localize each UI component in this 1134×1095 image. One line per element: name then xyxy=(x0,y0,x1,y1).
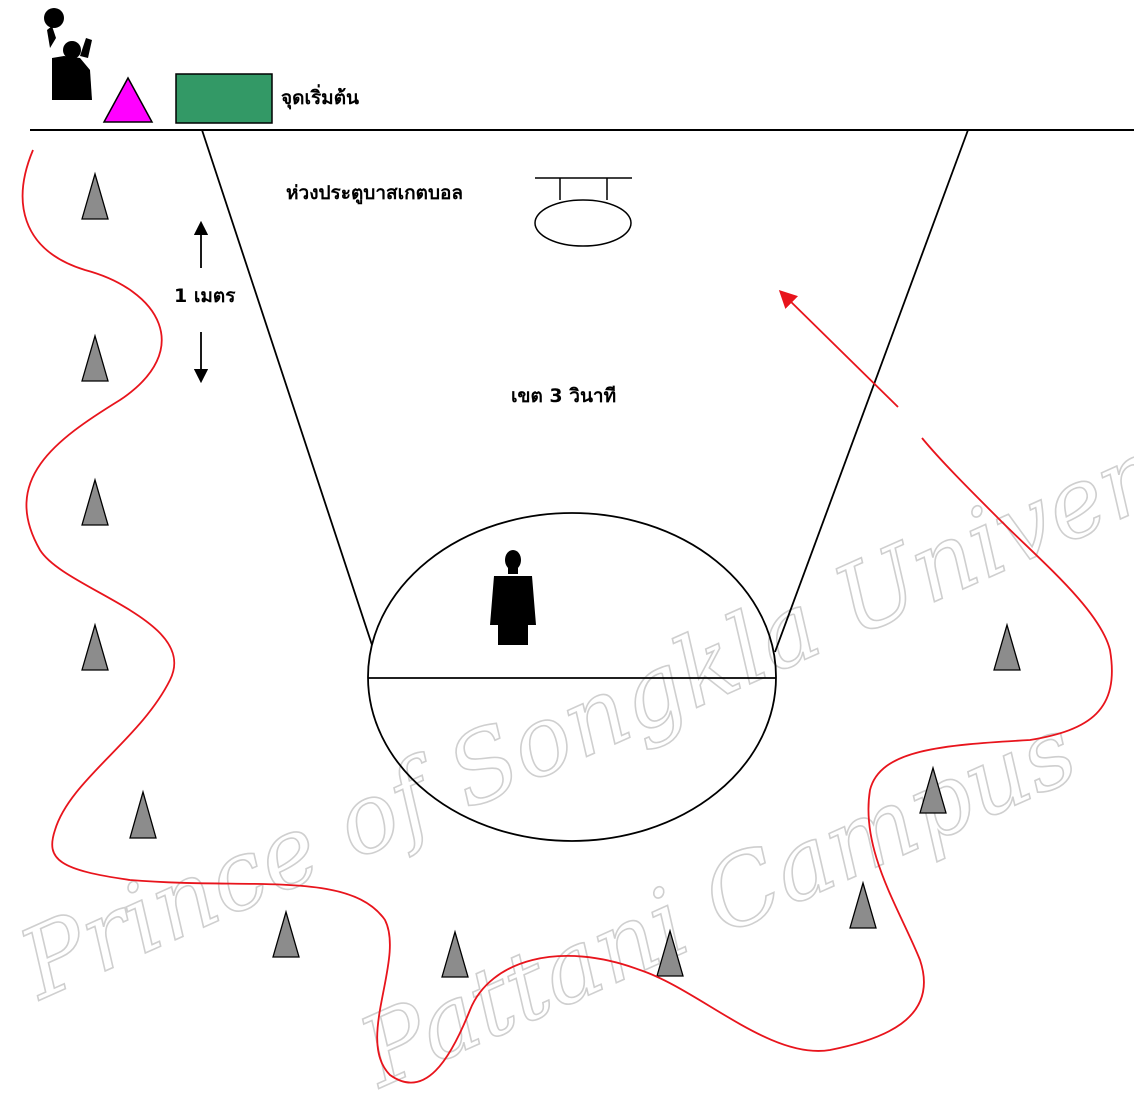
distance-label: 1 เมตร xyxy=(174,285,236,307)
cone-left-1 xyxy=(82,174,108,219)
defender-silhouette-icon xyxy=(490,550,536,645)
zone-label: เขต 3 วินาที xyxy=(511,385,616,407)
shot-arrow xyxy=(784,295,898,407)
hoop-label: ห่วงประตูบาสเกตบอล xyxy=(286,182,463,205)
cone-bottom-1 xyxy=(130,792,156,838)
cone-left-2 xyxy=(82,336,108,381)
cone-left-3 xyxy=(82,480,108,525)
cone-right-2 xyxy=(994,625,1020,670)
key-left-line xyxy=(202,130,372,645)
start-marker-triangle xyxy=(104,78,152,122)
start-label: จุดเริ่มต้น xyxy=(281,84,359,110)
start-box xyxy=(176,74,272,123)
cone-left-4 xyxy=(82,625,108,670)
basketball-shooter-icon xyxy=(44,8,92,100)
basketball-hoop-icon xyxy=(535,178,632,246)
